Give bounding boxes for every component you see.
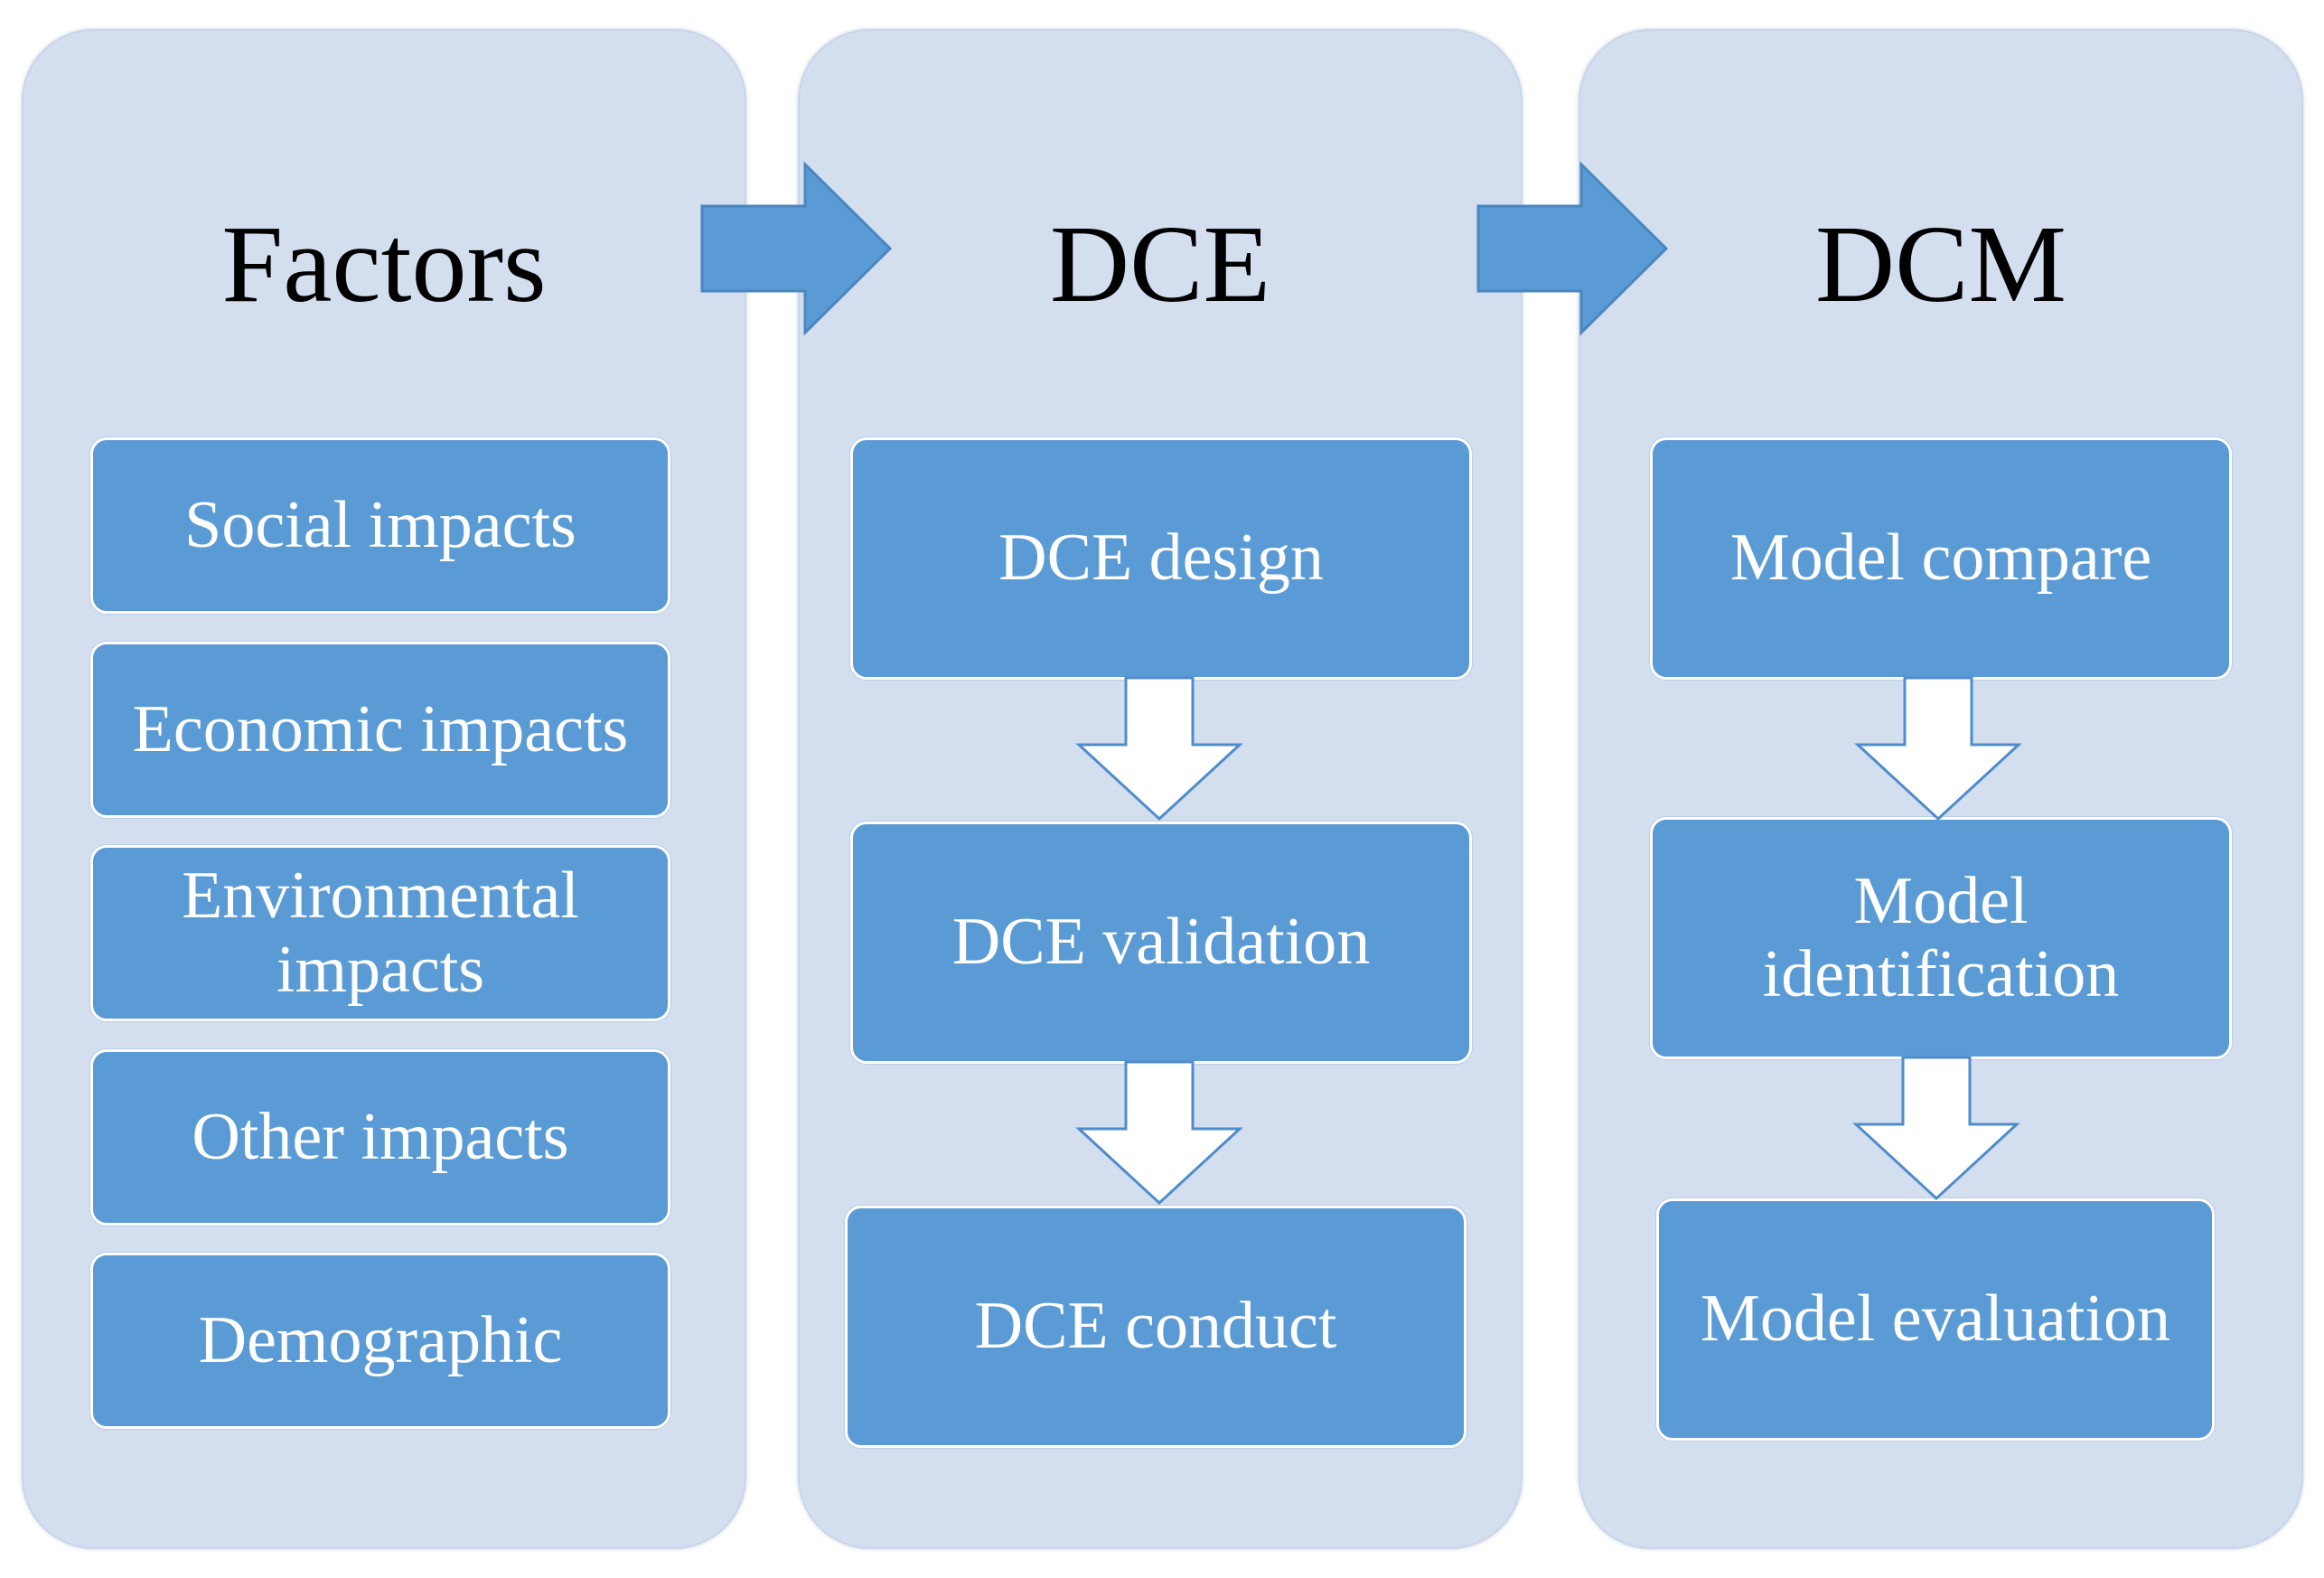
dce-step-label: DCE validation	[951, 905, 1371, 980]
dce-title: DCE	[1050, 203, 1270, 325]
factor-box-social: Social impacts	[90, 437, 670, 614]
dce-column: DCE DCE design DCE validation DCE conduc…	[798, 29, 1523, 1549]
right-arrow-icon	[700, 161, 893, 336]
dcm-box-identification: Model identification	[1650, 817, 2232, 1059]
factors-column: Factors Social impacts Economic impacts …	[22, 29, 746, 1549]
factor-box-environmental: Environmental impacts	[90, 845, 670, 1021]
down-arrow-icon	[1854, 676, 2022, 822]
factor-label: Environmental impacts	[182, 859, 579, 1007]
dce-box-design: DCE design	[850, 437, 1472, 680]
factor-box-economic: Economic impacts	[90, 642, 670, 818]
dcm-step-label: Model evaluation	[1701, 1282, 2170, 1357]
dcm-box-compare: Model compare	[1650, 437, 2232, 680]
dcm-step-label: Model compare	[1729, 521, 2152, 596]
dcm-box-evaluation: Model evaluation	[1656, 1198, 2215, 1441]
factors-title: Factors	[221, 203, 547, 325]
down-arrow-icon	[1852, 1056, 2020, 1201]
factor-label: Social impacts	[184, 487, 576, 562]
dce-step-label: DCE design	[998, 521, 1324, 596]
factor-label: Demographic	[198, 1302, 563, 1377]
dce-box-conduct: DCE conduct	[845, 1206, 1467, 1448]
down-arrow-icon	[1075, 676, 1243, 822]
factor-label: Economic impacts	[132, 691, 629, 766]
down-arrow-icon	[1075, 1060, 1243, 1206]
right-arrow-icon	[1476, 161, 1669, 336]
factor-box-other: Other impacts	[90, 1049, 670, 1226]
factor-label: Other impacts	[192, 1099, 569, 1174]
dce-step-label: DCE conduct	[974, 1289, 1337, 1364]
dce-box-validation: DCE validation	[850, 822, 1472, 1064]
factor-box-demographic: Demographic	[90, 1253, 670, 1429]
dcm-title: DCM	[1815, 203, 2066, 325]
dcm-step-label: Model identification	[1762, 863, 2120, 1011]
